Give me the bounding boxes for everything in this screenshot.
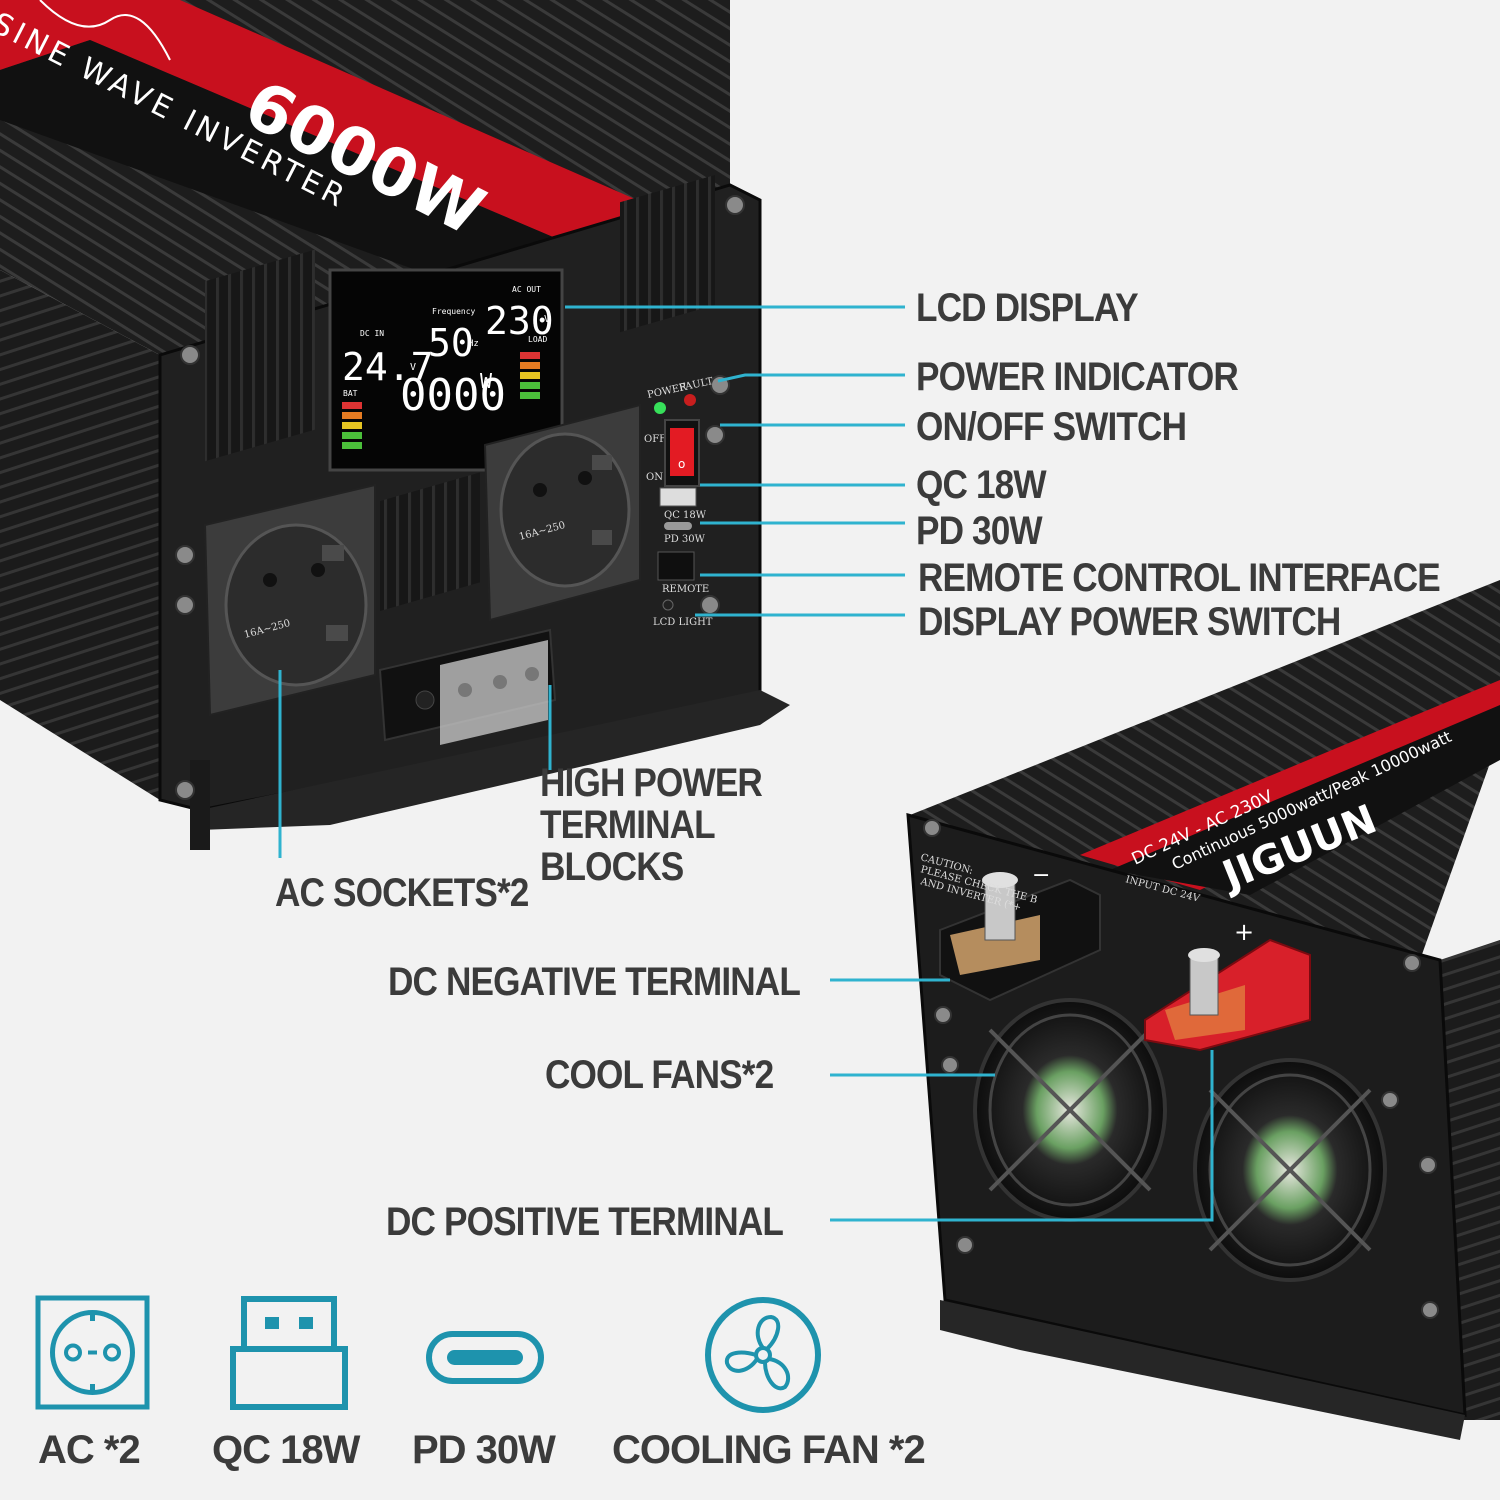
usb-a-icon (230, 1296, 348, 1410)
switch-off-label: OFF (644, 434, 666, 445)
callout-dc-negative: DC NEGATIVE TERMINAL (388, 960, 801, 1004)
ac-socket-right[interactable]: 16A~250 (483, 403, 641, 622)
lcd-dc-in-value: 24.7 (342, 345, 434, 389)
switch-on-label: ON (646, 472, 663, 483)
dc-negative-terminal (939, 872, 1101, 1002)
minus-sign: − (1032, 863, 1050, 888)
callout-ac-sockets: AC SOCKETS*2 (275, 871, 529, 915)
callout-display-switch: DISPLAY POWER SWITCH (918, 600, 1341, 644)
lcd-ac-out-label: AC OUT (512, 285, 541, 294)
callout-on-off-switch: ON/OFF SWITCH (916, 405, 1187, 449)
callout-power-indicator: POWER INDICATOR (916, 355, 1239, 399)
callout-cool-fans: COOL FANS*2 (545, 1053, 774, 1097)
lcd-ac-out-value: 230 (485, 299, 554, 343)
control-column: POWER FAULT OFF ON o QC 18W PD 30W REMOT… (644, 376, 714, 628)
feature-fan (703, 1295, 823, 1415)
feature-ac-label: AC *2 (38, 1428, 141, 1472)
pd-port-label: PD 30W (664, 534, 706, 545)
lcd-watt-value: 0000 (400, 370, 506, 421)
callout-terminal-blocks: HIGH POWER TERMINAL BLOCKS (540, 761, 763, 889)
qc-port[interactable] (659, 487, 697, 507)
inverter-rear-view (906, 580, 1500, 1440)
callout-pd: PD 30W (916, 509, 1043, 553)
feature-qc-label: QC 18W (212, 1428, 360, 1472)
cooling-fan-left (973, 998, 1167, 1222)
lcd-freq-unit: Hz (468, 339, 479, 349)
callout-lcd-display: LCD DISPLAY (916, 286, 1139, 330)
feature-pd-label: PD 30W (412, 1428, 556, 1472)
remote-port[interactable] (657, 551, 695, 581)
terminal-block (378, 628, 557, 745)
callout-lines (278, 305, 1214, 1222)
pd-port[interactable] (664, 522, 692, 530)
lcd-bat-label: BAT (343, 389, 358, 398)
callout-dc-positive: DC POSITIVE TERMINAL (386, 1200, 784, 1244)
fault-led (684, 394, 696, 406)
feature-pd (425, 1330, 545, 1385)
qc-port-label: QC 18W (664, 510, 707, 521)
lcd-light-button[interactable] (662, 599, 674, 611)
dc-positive-terminal (1144, 938, 1311, 1052)
power-led (654, 402, 666, 414)
callout-qc: QC 18W (916, 463, 1047, 507)
lcd-watt-unit: W (480, 369, 493, 393)
feature-qc (230, 1295, 348, 1413)
lcd-load-label: LOAD (528, 335, 547, 344)
feature-fan-label: COOLING FAN *2 (612, 1428, 926, 1472)
remote-port-label: REMOTE (662, 584, 709, 595)
feature-ac (35, 1295, 150, 1410)
lcd-dc-in-label: DC IN (360, 329, 384, 338)
lcd-freq-value: 50 (428, 321, 474, 365)
svg-text:o: o (678, 457, 685, 471)
usb-c-icon (426, 1331, 544, 1384)
callout-remote: REMOTE CONTROL INTERFACE (918, 556, 1441, 600)
lcd-light-label: LCD LIGHT (653, 617, 713, 628)
lcd-freq-label: Frequency (432, 307, 476, 316)
cooling-fan-right (1193, 1058, 1387, 1282)
fan-icon (705, 1297, 821, 1413)
ac-socket-left[interactable]: 16A~250 (203, 483, 376, 717)
lcd-ac-out-unit: V (544, 314, 550, 325)
lcd-dc-in-unit: V (410, 362, 416, 373)
plus-sign: + (1234, 918, 1254, 946)
on-off-switch[interactable]: o (664, 419, 700, 487)
ac-socket-icon (35, 1295, 150, 1410)
